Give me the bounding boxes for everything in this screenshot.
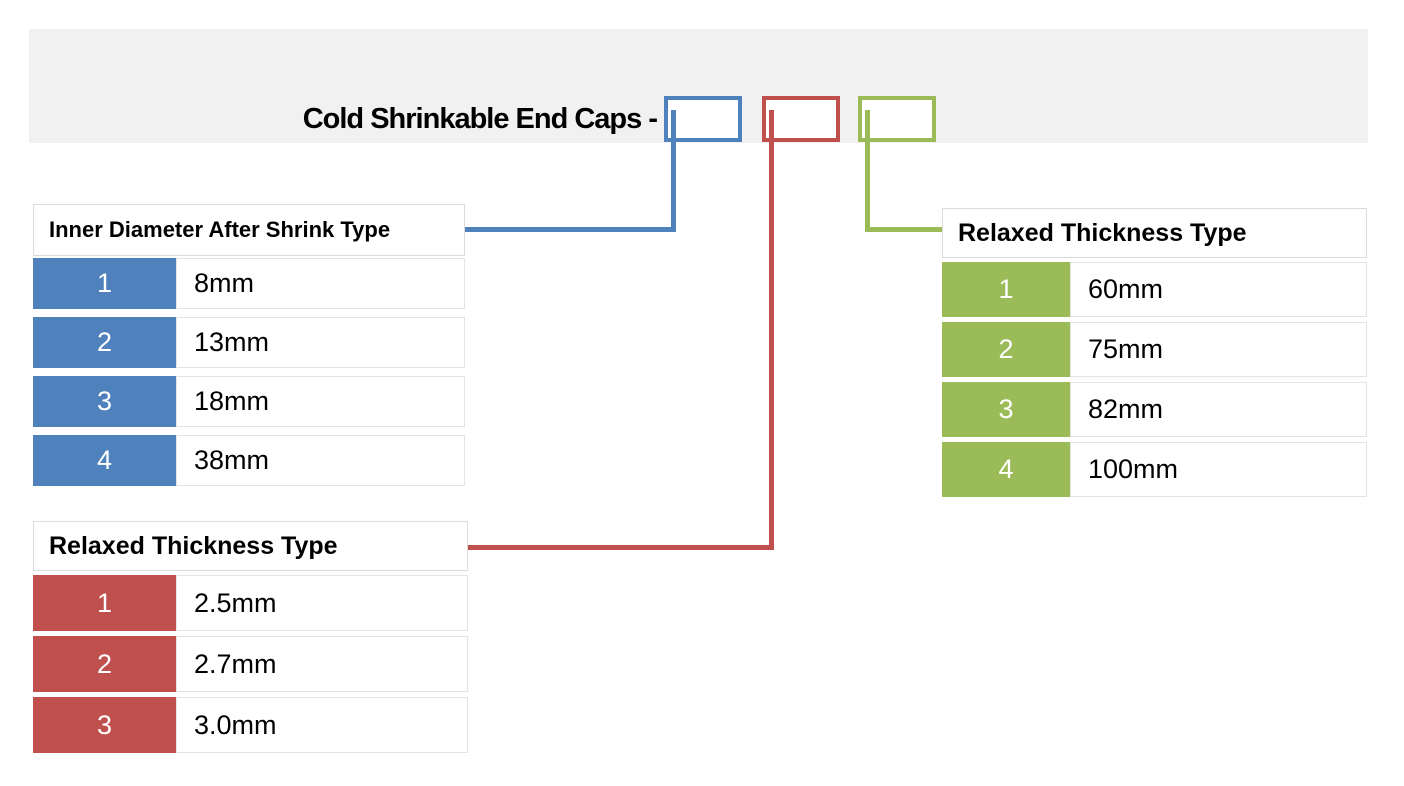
- type-code-cell: 1: [33, 258, 176, 309]
- type-code-cell: 3: [33, 376, 176, 427]
- type-value-cell: 75mm: [1070, 322, 1367, 377]
- connector-inner-diameter-horizontal: [465, 227, 676, 232]
- type-code-cell: 4: [33, 435, 176, 486]
- type-value-cell: 60mm: [1070, 262, 1367, 317]
- connector-relaxed-thickness-horizontal: [468, 545, 774, 550]
- type-code-cell: 2: [33, 636, 176, 692]
- code-box-relaxed-thickness: [762, 96, 840, 142]
- type-code-cell: 4: [942, 442, 1070, 497]
- table-header: Relaxed Thickness Type: [33, 521, 468, 571]
- table-header: Inner Diameter After Shrink Type: [33, 204, 465, 256]
- type-value-cell: 3.0mm: [176, 697, 468, 753]
- connector-relaxed-thickness-right-vertical: [865, 110, 870, 232]
- type-code-cell: 1: [942, 262, 1070, 317]
- type-value-cell: 100mm: [1070, 442, 1367, 497]
- diagram-title: Cold Shrinkable End Caps -: [302, 102, 658, 135]
- type-code-cell: 3: [33, 697, 176, 753]
- type-value-cell: 2.7mm: [176, 636, 468, 692]
- connector-relaxed-thickness-right-horizontal: [868, 227, 942, 232]
- type-code-cell: 2: [942, 322, 1070, 377]
- type-value-cell: 18mm: [176, 376, 465, 427]
- type-value-cell: 2.5mm: [176, 575, 468, 631]
- type-code-cell: 3: [942, 382, 1070, 437]
- code-box-relaxed-thickness-right: [858, 96, 936, 142]
- type-value-cell: 38mm: [176, 435, 465, 486]
- table-header: Relaxed Thickness Type: [942, 208, 1367, 258]
- type-value-cell: 8mm: [176, 258, 465, 309]
- type-value-cell: 13mm: [176, 317, 465, 368]
- type-code-cell: 2: [33, 317, 176, 368]
- type-code-cell: 1: [33, 575, 176, 631]
- type-value-cell: 82mm: [1070, 382, 1367, 437]
- connector-relaxed-thickness-vertical: [769, 110, 774, 550]
- connector-inner-diameter-vertical: [671, 110, 676, 232]
- code-box-inner-diameter: [664, 96, 742, 142]
- title-band: Cold Shrinkable End Caps -: [29, 29, 1368, 143]
